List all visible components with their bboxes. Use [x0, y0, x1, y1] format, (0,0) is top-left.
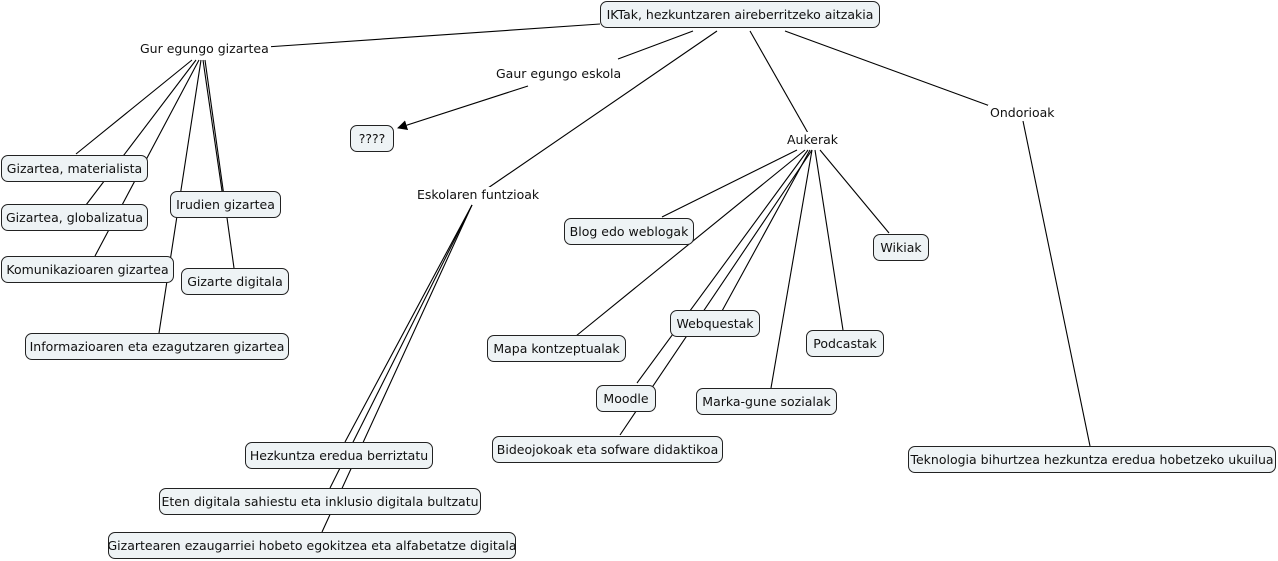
link-funtzioak-gizartearen [321, 204, 473, 533]
concept-label: Wikiak [880, 240, 922, 255]
concept-label: Gizartea, materialista [6, 161, 143, 176]
concept-gizartea-globalizatua[interactable]: Gizartea, globalizatua [1, 204, 148, 231]
concept-label: Moodle [603, 391, 649, 406]
link-root-ondorioak [784, 30, 991, 107]
link-funtzioak-hezkuntza [344, 204, 473, 443]
concept-bideojokoak[interactable]: Bideojokoak eta sofware didaktikoa [492, 436, 723, 463]
concept-eten-digitala[interactable]: Eten digitala sahiestu eta inklusio digi… [159, 488, 481, 515]
link-aukerak-blog [661, 149, 798, 218]
link-root-eskola [617, 30, 694, 60]
concept-gizarte-digitala[interactable]: Gizarte digitala [181, 268, 289, 295]
concept-label: Gizartearen ezaugarriei hobeto egokitzea… [107, 538, 517, 553]
concept-wikiak[interactable]: Wikiak [873, 234, 929, 261]
concept-label: Hezkuntza eredua berriztatu [249, 448, 429, 463]
concept-label: Gizarte digitala [187, 274, 283, 289]
link-aukerak-webquestak [721, 149, 811, 312]
concept-komunikazioaren-gizartea[interactable]: Komunikazioaren gizartea [1, 256, 174, 283]
concept-teknologia[interactable]: Teknologia bihurtzea hezkuntza eredua ho… [908, 446, 1276, 473]
concept-label: Bideojokoak eta sofware didaktikoa [496, 442, 719, 457]
linking-phrase-aukerak[interactable]: Aukerak [785, 132, 840, 148]
concept-gizartearen-ezaugarriei[interactable]: Gizartearen ezaugarriei hobeto egokitzea… [107, 532, 517, 559]
concept-label: Marka-gune sozialak [702, 394, 831, 409]
concept-label: Komunikazioaren gizartea [6, 262, 169, 277]
linking-phrase-ondorioak[interactable]: Ondorioak [988, 105, 1057, 121]
concept-gizartea-materialista[interactable]: Gizartea, materialista [1, 155, 148, 182]
concept-mapa[interactable]: Mapa kontzeptualak [487, 335, 626, 362]
concept-label: Podcastak [813, 336, 877, 351]
root-concept[interactable]: IKTak, hezkuntzaren aireberritzeko aitza… [600, 1, 880, 28]
link-eskola-unknown [397, 85, 529, 130]
concept-label: Blog edo weblogak [569, 224, 689, 239]
link-aukerak-podcastak [814, 149, 844, 331]
root-concept-label: IKTak, hezkuntzaren aireberritzeko aitza… [606, 7, 874, 22]
linking-phrase-gaur-egungo-eskola[interactable]: Gaur egungo eskola [494, 66, 624, 82]
linking-phrase-label: Eskolaren funtzioak [417, 187, 540, 202]
concept-informazioaren-gizartea[interactable]: Informazioaren eta ezagutzaren gizartea [25, 333, 289, 360]
concept-label: ???? [358, 131, 386, 146]
concept-label: Gizartea, globalizatua [5, 210, 144, 225]
concept-blog[interactable]: Blog edo weblogak [564, 218, 694, 245]
linking-phrase-label: Gur egungo gizartea [140, 41, 269, 56]
link-gizartea-irudien [202, 59, 223, 192]
linking-phrase-gur-egungo-gizartea[interactable]: Gur egungo gizartea [138, 41, 271, 57]
link-root-gizartea [265, 23, 601, 48]
link-root-funtzioak [487, 30, 718, 189]
concept-label: Webquestak [676, 316, 754, 331]
link-gizartea-digitala [204, 59, 235, 269]
concept-moodle[interactable]: Moodle [596, 385, 656, 412]
link-aukerak-marka [770, 149, 813, 389]
concept-unknown[interactable]: ???? [350, 125, 394, 152]
link-ondorioak-teknologia [1022, 120, 1091, 447]
concept-label: Mapa kontzeptualak [493, 341, 620, 356]
concept-label: Irudien gizartea [176, 197, 275, 212]
concept-label: Teknologia bihurtzea hezkuntza eredua ho… [910, 452, 1274, 467]
concept-irudien-gizartea[interactable]: Irudien gizartea [170, 191, 281, 218]
linking-phrase-label: Ondorioak [990, 105, 1055, 120]
concept-label: Eten digitala sahiestu eta inklusio digi… [161, 494, 479, 509]
link-gizartea-materialista [75, 59, 193, 155]
concept-podcastak[interactable]: Podcastak [806, 330, 884, 357]
link-aukerak-wikiak [819, 149, 890, 234]
linking-phrase-label: Gaur egungo eskola [496, 66, 622, 81]
link-funtzioak-eten [329, 204, 473, 489]
concept-hezkuntza-eredua[interactable]: Hezkuntza eredua berriztatu [245, 442, 433, 469]
linking-phrase-label: Aukerak [787, 132, 838, 147]
concept-marka-gune[interactable]: Marka-gune sozialak [696, 388, 837, 415]
link-aukerak-moodle [636, 149, 809, 384]
concept-webquestak[interactable]: Webquestak [670, 310, 760, 337]
linking-phrase-eskolaren-funtzioak[interactable]: Eskolaren funtzioak [415, 187, 542, 203]
link-root-aukerak [749, 30, 809, 134]
concept-label: Informazioaren eta ezagutzaren gizartea [29, 339, 285, 354]
